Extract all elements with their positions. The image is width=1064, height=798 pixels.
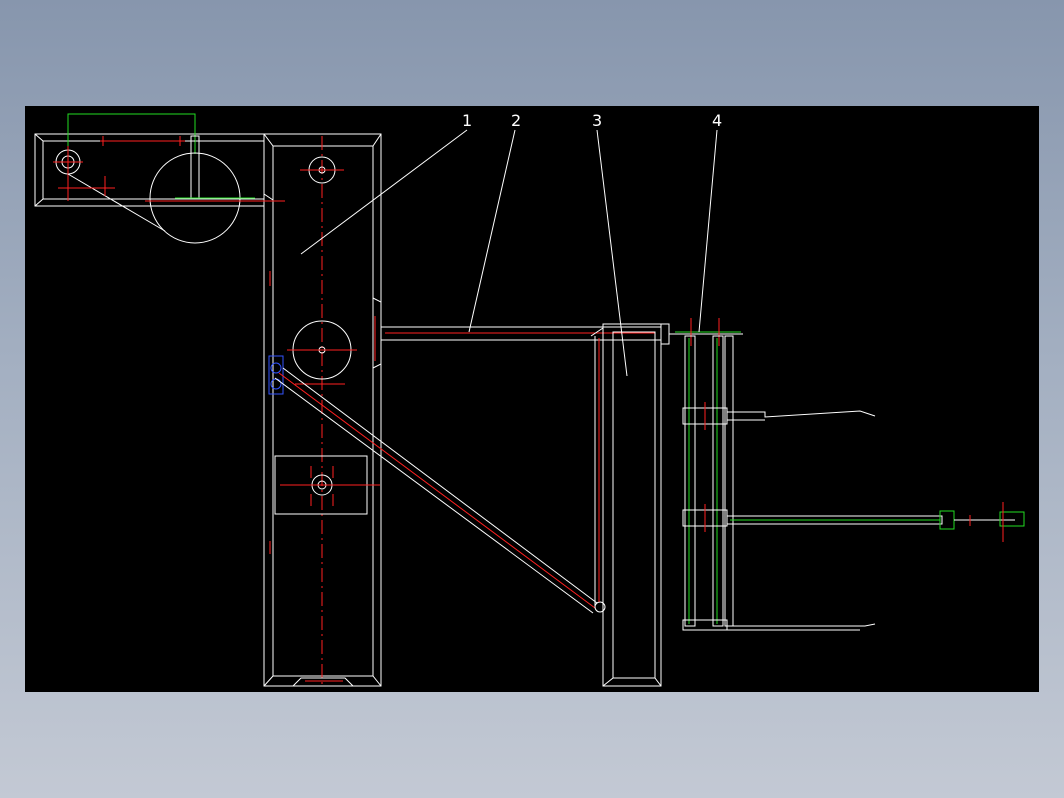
part-label-4: 4	[712, 111, 722, 130]
column-wheels	[274, 156, 380, 515]
cad-viewport[interactable]: 1 2 3 4	[25, 106, 1039, 692]
main-column	[263, 133, 382, 687]
part-label-2: 2	[511, 111, 521, 130]
diagonal-brace	[274, 367, 606, 614]
part-label-3: 3	[592, 111, 602, 130]
top-arm	[34, 113, 285, 244]
cad-drawing: 1 2 3 4	[34, 111, 1025, 687]
fork-assembly	[669, 318, 1025, 631]
upright-column	[590, 323, 662, 687]
leaders	[300, 129, 718, 377]
part-label-1: 1	[462, 111, 472, 130]
